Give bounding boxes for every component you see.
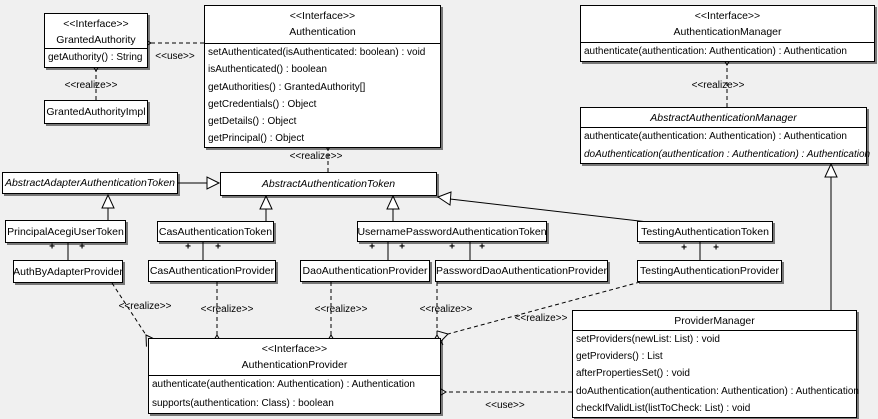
realize-label: <<realize>> — [200, 304, 254, 315]
method-label: getPrincipal() : Object — [208, 133, 305, 145]
realize-label: <<realize>> — [419, 304, 473, 315]
method-label: getAuthority() : String — [48, 52, 143, 63]
class-name-label: GrantedAuthorityImpl — [46, 106, 146, 118]
class-name-label: AuthenticationProvider — [241, 359, 348, 371]
class-name-label: PasswordDaoAuthenticationProvider — [436, 265, 608, 277]
method-label: afterPropertiesSet() : void — [576, 368, 690, 380]
use-label: <<use>> — [155, 51, 195, 62]
stereotype-label: <<Interface>> — [289, 10, 356, 22]
realize-label: <<realize>> — [691, 80, 745, 91]
methods-compartment: authenticate(authentication: Authenticat… — [581, 128, 871, 163]
generalize-arrow-principalacegiusertoken — [101, 193, 115, 209]
class-box-cas-authentication-token[interactable]: CasAuthenticationToken — [157, 221, 274, 242]
generalize-arrow-casauthenticationtoken — [259, 194, 273, 210]
method-label: getAuthorities() : GrantedAuthority[] — [208, 81, 366, 93]
association-plus: + — [479, 241, 485, 253]
class-name-label: CasAuthenticationToken — [158, 225, 273, 238]
association-plus: + — [399, 241, 405, 253]
methods-compartment: setProviders(newList: List) : void getPr… — [573, 331, 859, 417]
stereotype-label: <<Interface>> — [63, 18, 129, 30]
stereotype-label: <<Interface>> — [694, 10, 761, 22]
generalize-arrow-adapter-token — [206, 176, 221, 190]
generalize-arrow-testingauthenticationtoken — [436, 191, 452, 206]
realize-label: <<realize>> — [64, 80, 118, 91]
class-header: <<Interface>> AuthenticationProvider — [149, 339, 440, 376]
realize-edge-authbyadapterprovider — [111, 282, 157, 347]
class-box-granted-authority-impl[interactable]: GrantedAuthorityImpl — [44, 100, 148, 124]
association-plus: + — [681, 242, 687, 254]
class-box-dao-authentication-provider[interactable]: DaoAuthenticationProvider — [300, 260, 430, 282]
class-box-abstract-adapter-authentication-token[interactable]: AbstractAdapterAuthenticationToken — [2, 172, 178, 194]
class-box-testing-authentication-provider[interactable]: TestingAuthenticationProvider — [637, 260, 782, 282]
class-box-principal-acegi-user-token[interactable]: PrincipalAcegiUserToken — [5, 220, 126, 243]
methods-compartment: authenticate(authentication: Authenticat… — [149, 376, 440, 413]
class-name-label: PrincipalAcegiUserToken — [7, 225, 124, 238]
method-label: authenticate(authentication: Authenticat… — [152, 379, 415, 390]
class-name-label: AbstractAdapterAuthenticationToken — [4, 177, 176, 189]
stereotype-label: <<Interface>> — [261, 343, 328, 355]
class-box-provider-manager[interactable]: ProviderManager setProviders(newList: Li… — [572, 310, 859, 418]
association-plus: + — [713, 242, 719, 254]
class-name-label: AbstractAuthenticationToken — [261, 178, 396, 190]
class-box-granted-authority[interactable]: <<Interface>> GrantedAuthority getAuthor… — [44, 13, 148, 68]
method-label: isAuthenticated() : boolean — [208, 64, 327, 76]
class-name-label: DaoAuthenticationProvider — [302, 265, 428, 277]
method-label: authenticate(authentication: Authenticat… — [584, 46, 847, 57]
class-box-abstract-authentication-manager[interactable]: AbstractAuthenticationManager authentica… — [580, 107, 871, 164]
class-header: <<Interface>> GrantedAuthority — [45, 14, 147, 49]
class-box-authentication-provider[interactable]: <<Interface>> AuthenticationProvider aut… — [148, 338, 441, 414]
class-box-username-password-authentication-token[interactable]: UsernamePasswordAuthenticationToken — [357, 221, 547, 242]
class-header: <<Interface>> AuthenticationManager — [581, 6, 874, 43]
method-label: setProviders(newList: List) : void — [576, 334, 720, 345]
methods-compartment: setAuthenticated(isAuthenticated: boolea… — [205, 44, 440, 148]
method-label: getProviders() : List — [576, 351, 663, 363]
class-box-auth-by-adapter-provider[interactable]: AuthByAdapterProvider — [13, 260, 123, 283]
class-box-authentication[interactable]: <<Interface>> Authentication setAuthenti… — [204, 5, 441, 148]
methods-compartment: getAuthority() : String — [45, 49, 147, 67]
realize-label: <<realize>> — [314, 304, 368, 315]
class-name-label: TestingAuthenticationProvider — [640, 265, 779, 277]
method-label: checkIfValidList(listToCheck: List) : vo… — [576, 402, 751, 414]
class-name-label: TestingAuthenticationToken — [641, 225, 769, 238]
generalize-arrow-providermanager — [824, 162, 838, 178]
generalize-edge-testingauthenticationtoken — [449, 198, 649, 223]
realize-label: <<realize>> — [289, 151, 343, 162]
class-name-label: UsernamePasswordAuthenticationToken — [357, 225, 547, 238]
association-plus: + — [369, 241, 375, 253]
class-box-cas-authentication-provider[interactable]: CasAuthenticationProvider — [148, 260, 276, 282]
association-plus: + — [215, 241, 221, 253]
method-label: doAuthentication(authentication : Authen… — [584, 148, 871, 160]
class-box-authentication-manager[interactable]: <<Interface>> AuthenticationManager auth… — [580, 5, 875, 62]
method-label: supports(authentication: Class) : boolea… — [152, 397, 334, 409]
class-name-label: AuthenticationManager — [673, 26, 782, 38]
class-name-label: GrantedAuthority — [56, 34, 136, 46]
association-plus: + — [449, 241, 455, 253]
method-label: getDetails() : Object — [208, 116, 297, 128]
class-name-label: Authentication — [289, 26, 356, 38]
class-name-label: CasAuthenticationProvider — [149, 265, 275, 277]
class-header: ProviderManager — [573, 311, 856, 331]
use-label: <<use>> — [485, 400, 525, 411]
class-header: <<Interface>> Authentication — [205, 6, 440, 44]
method-label: authenticate(authentication: Authenticat… — [584, 131, 847, 142]
class-header: AbstractAuthenticationManager — [581, 108, 866, 128]
methods-compartment: authenticate(authentication: Authenticat… — [581, 43, 874, 61]
class-name-label: AuthByAdapterProvider — [13, 265, 123, 278]
generalize-arrow-usernamepasswordtoken — [386, 194, 400, 210]
class-name-label: AbstractAuthenticationManager — [650, 111, 797, 124]
method-label: doAuthentication(authentication: Authent… — [576, 385, 859, 397]
class-box-testing-authentication-token[interactable]: TestingAuthenticationToken — [637, 221, 773, 242]
realize-label: <<realize>> — [514, 313, 568, 324]
association-plus: + — [49, 241, 55, 253]
association-plus: + — [79, 241, 85, 253]
realize-label: <<realize>> — [118, 301, 172, 312]
class-box-abstract-authentication-token[interactable]: AbstractAuthenticationToken — [220, 172, 437, 196]
realize-edge-testingauthenticationprovider — [436, 281, 641, 343]
class-name-label: ProviderManager — [674, 314, 755, 327]
class-box-password-dao-authentication-provider[interactable]: PasswordDaoAuthenticationProvider — [435, 260, 608, 282]
association-plus: + — [185, 241, 191, 253]
method-label: setAuthenticated(isAuthenticated: boolea… — [208, 47, 426, 58]
method-label: getCredentials() : Object — [208, 98, 317, 110]
